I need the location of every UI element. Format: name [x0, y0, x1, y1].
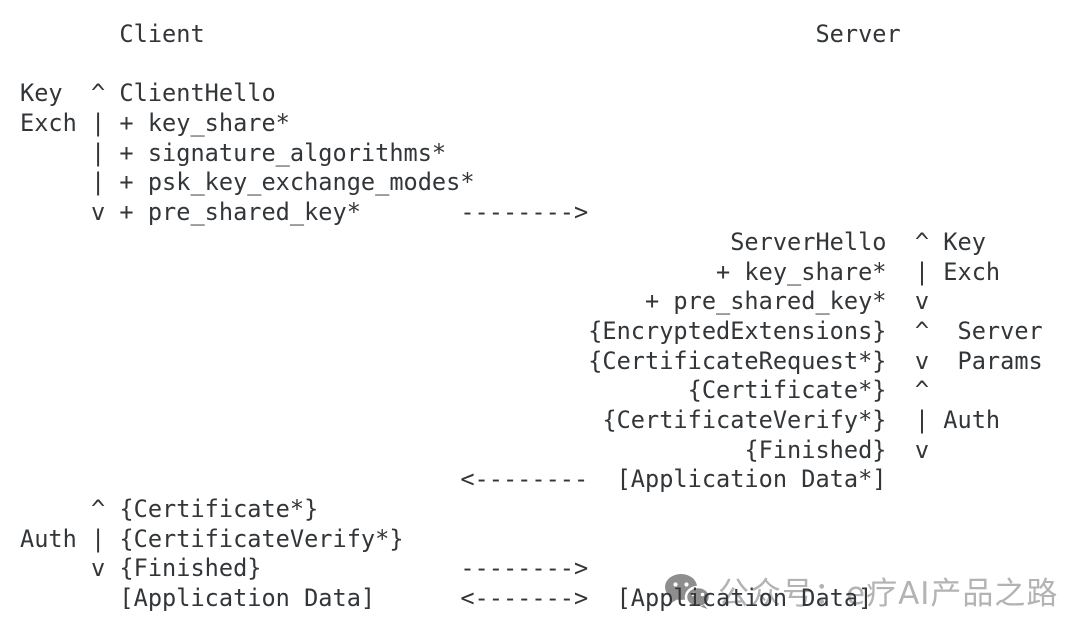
diagram-line-client-hello: Key ^ ClientHello	[20, 79, 276, 108]
diagram-line-pre-shared-key-arrow: v + pre_shared_key* -------->	[20, 198, 589, 227]
diagram-line-psk-key-exchange-modes: | + psk_key_exchange_modes*	[20, 168, 475, 197]
diagram-line-signature-algorithms: | + signature_algorithms*	[20, 138, 447, 167]
diagram-line-server-certificate: {Certificate*} ^	[20, 376, 930, 405]
diagram-line-client-certificate: ^ {Certificate*}	[20, 495, 319, 523]
diagram-line-client-certificate-verify: Auth | {CertificateVerify*}	[20, 524, 404, 553]
diagram-line-server-pre-shared-key: + pre_shared_key* v	[20, 287, 930, 316]
diagram-line-server-key-share: + key_share* | Exch	[20, 257, 1001, 286]
diagram-line-server-hello: ServerHello ^ Key	[20, 227, 986, 256]
diagram-line-actors-header: Client Server	[20, 20, 901, 48]
watermark: 公众号：e疗AI产品之路	[663, 568, 1058, 613]
diagram-line-key-share: Exch | + key_share*	[20, 109, 290, 138]
wechat-icon	[665, 573, 711, 609]
diagram-line-encrypted-extensions: {EncryptedExtensions} ^ Server	[20, 316, 1043, 345]
diagram-line-client-finished-arrow: v {Finished} -------->	[20, 554, 589, 583]
watermark-text: 公众号：e疗AI产品之路	[718, 576, 1059, 612]
diagram-line-application-data-exchange: [Application Data] <-------> [Applicatio…	[20, 584, 873, 613]
diagram-line-blank	[20, 50, 1043, 80]
diagram-line-server-finished: {Finished} v	[20, 435, 930, 464]
diagram-line-certificate-request: {CertificateRequest*} v Params	[20, 346, 1043, 375]
diagram-line-server-certificate-verify: {CertificateVerify*} | Auth	[20, 405, 1001, 434]
tls-handshake-diagram: Client Server Key ^ ClientHello Exch | +…	[20, 20, 1043, 614]
diagram-line-server-application-data: <-------- [Application Data*]	[20, 465, 887, 494]
